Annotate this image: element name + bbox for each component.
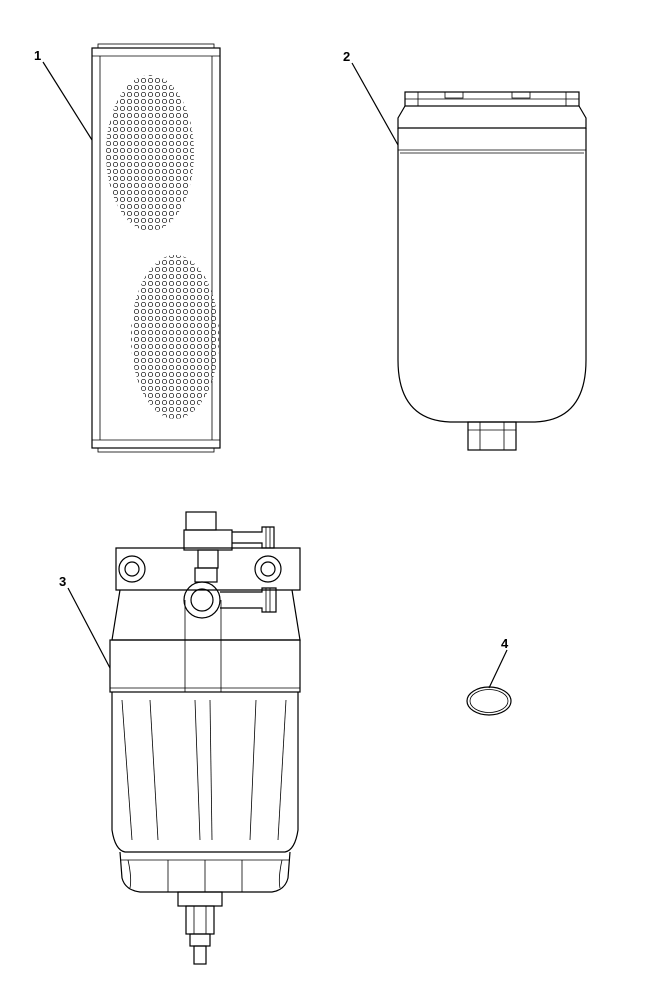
callout-label-4: 4	[501, 636, 509, 651]
callout-label-2: 2	[343, 49, 350, 64]
perforation-upper	[106, 75, 194, 231]
leader-line-4	[488, 649, 508, 689]
callout-label-1: 1	[34, 48, 41, 63]
leader-line-2	[351, 62, 399, 146]
callout-label-3: 3	[59, 574, 66, 589]
filter-assembly-part	[109, 511, 301, 965]
filter-element-part	[91, 43, 221, 453]
perforation-lower	[131, 255, 219, 419]
leader-line-3	[67, 587, 111, 669]
o-ring-part	[466, 686, 512, 716]
leader-line-1	[42, 61, 93, 141]
filter-bowl-part	[397, 91, 587, 451]
